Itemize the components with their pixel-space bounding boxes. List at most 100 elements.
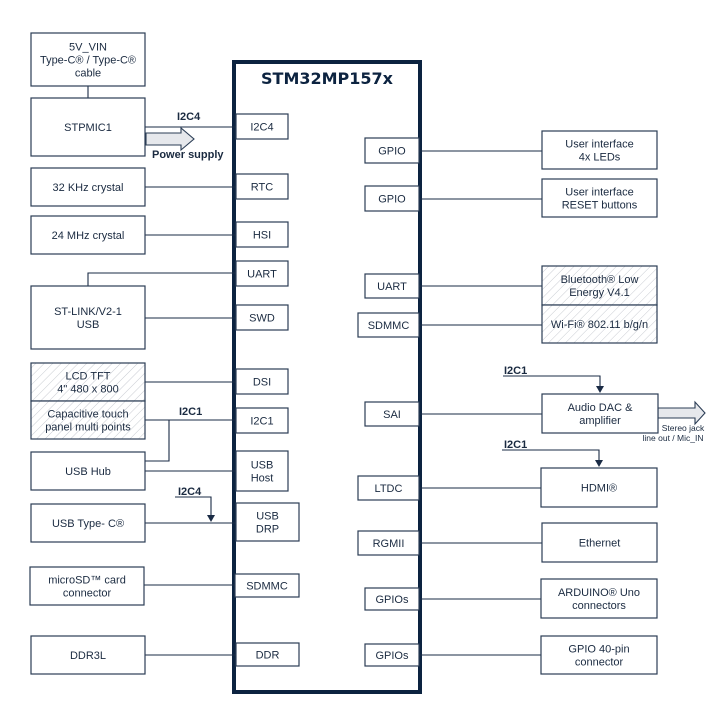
left-block-ddr3l: DDR3L	[30, 635, 146, 675]
right-port-gpio2-box	[364, 185, 420, 212]
left-port-ddr-box	[235, 642, 300, 667]
wires	[87, 86, 604, 656]
left-block-stlink-box	[30, 285, 146, 350]
left-block-stlink-label: USB	[77, 319, 100, 331]
audio-out-arrow-icon	[657, 400, 706, 426]
right-port-gpio2: GPIO	[364, 185, 420, 212]
left-block-pmic-label: STPMIC1	[64, 122, 112, 134]
bus-label-power-supply: Power supply	[152, 149, 224, 161]
right-block-wifi-box	[541, 304, 658, 344]
audio-out-label-1: Stereo jack	[662, 423, 705, 433]
right-block-eth-box	[541, 522, 658, 563]
right-block-reset-label: RESET buttons	[562, 200, 638, 212]
right-port-gpios2-label: GPIOs	[375, 650, 409, 662]
left-port-rtc-label: RTC	[251, 182, 273, 194]
left-block-pmic-box	[30, 97, 146, 157]
left-port-i2c1: I2C1	[235, 407, 289, 434]
right-port-ltdc: LTDC	[357, 475, 420, 501]
left-block-usbhub-label: USB Hub	[65, 466, 111, 478]
right-port-uart-label: UART	[377, 281, 407, 293]
left-block-sd-label: connector	[63, 588, 112, 600]
right-block-audio-label: amplifier	[579, 415, 621, 427]
left-block-sd-label: microSD™ card	[48, 575, 126, 587]
left-port-swd: SWD	[235, 304, 289, 331]
right-block-arduino-label: ARDUINO® Uno	[558, 587, 640, 599]
right-block-gpio40-box	[540, 635, 658, 675]
right-port-sdmmc-label: SDMMC	[368, 320, 410, 332]
audio-out-label-2: line out / Mic_IN	[643, 433, 704, 443]
left-block-ddr3l-label: DDR3L	[70, 650, 106, 662]
left-port-dsi: DSI	[235, 368, 289, 395]
left-port-usbhost-box	[235, 450, 289, 492]
left-block-touch-box	[30, 400, 146, 440]
left-port-uart-box	[235, 260, 289, 287]
right-port-gpios1: GPIOs	[364, 587, 420, 611]
left-port-dsi-label: DSI	[253, 377, 271, 389]
right-port-sdmmc-box	[357, 312, 420, 338]
left-port-hsi-label: HSI	[253, 230, 271, 242]
right-port-rgmii: RGMII	[357, 530, 420, 556]
right-block-hdmi: HDMI®	[540, 467, 658, 508]
mcu-chip-title: STM32MP157x	[261, 69, 394, 88]
left-block-xtal32-label: 32 KHz crystal	[53, 182, 124, 194]
right-port-gpios1-label: GPIOs	[375, 594, 409, 606]
left-port-i2c4-box	[235, 113, 289, 140]
left-block-xtal32: 32 KHz crystal	[30, 167, 146, 207]
left-port-swd-box	[235, 304, 289, 331]
right-block-reset-box	[541, 178, 658, 218]
right-block-audio: Audio DAC &amplifier	[541, 393, 659, 434]
right-block-leds-label: User interface	[565, 139, 633, 151]
right-block-eth-label: Ethernet	[579, 538, 621, 550]
right-block-leds-label: 4x LEDs	[579, 152, 621, 164]
left-port-usbdrp-label: DRP	[256, 524, 279, 536]
left-block-usbc-box	[30, 503, 146, 543]
left-port-dsi-box	[235, 368, 289, 395]
left-block-lcd-label: LCD TFT	[65, 371, 110, 383]
arrowhead-audio-i2c1	[596, 386, 604, 393]
right-block-hdmi-box	[540, 467, 658, 508]
right-port-gpio1: GPIO	[364, 137, 420, 164]
left-port-swd-label: SWD	[249, 313, 275, 325]
left-port-sdmmc-label: SDMMC	[246, 581, 288, 593]
left-port-hsi-box	[235, 221, 289, 248]
left-port-ddr-label: DDR	[256, 650, 280, 662]
left-block-usbc-label: USB Type- C®	[52, 518, 124, 530]
bus-label-touch-i2c1: I2C1	[179, 406, 202, 418]
left-block-xtal24-label: 24 MHz crystal	[52, 230, 125, 242]
left-port-i2c4-label: I2C4	[250, 122, 273, 134]
left-block-vin-label: cable	[75, 68, 101, 80]
wire-audio-i2c1	[503, 375, 601, 388]
right-port-gpios2: GPIOs	[364, 643, 420, 667]
left-block-sd-box	[29, 566, 145, 606]
bus-label-usbc-i2c4: I2C4	[178, 486, 202, 498]
wire-stlink-uart	[87, 272, 236, 286]
right-block-ble-label: Energy V4.1	[569, 287, 630, 299]
right-port-ltdc-label: LTDC	[375, 483, 403, 495]
left-port-rtc-box	[235, 173, 289, 200]
right-block-hdmi-label: HDMI®	[581, 483, 617, 495]
bus-label-hdmi-i2c1: I2C1	[504, 439, 527, 451]
left-block-touch-label: Capacitive touch	[47, 409, 128, 421]
right-block-reset-label: User interface	[565, 187, 633, 199]
left-block-vin-label: Type-C® / Type-C®	[40, 55, 136, 67]
right-block-gpio40-label: connector	[575, 657, 624, 669]
right-port-gpio1-label: GPIO	[378, 146, 406, 158]
right-block-ble-box	[541, 265, 658, 306]
left-chip-ports: I2C4RTCHSIUARTSWDDSII2C1USBHostUSBDRPSDM…	[234, 113, 300, 667]
right-port-gpios1-box	[364, 587, 420, 611]
right-port-gpio2-label: GPIO	[378, 194, 406, 206]
left-block-usbc: USB Type- C®	[30, 503, 146, 543]
left-block-xtal32-box	[30, 167, 146, 207]
right-port-uart-box	[364, 273, 420, 299]
left-block-ddr3l-box	[30, 635, 146, 675]
left-port-sdmmc-box	[234, 573, 300, 598]
